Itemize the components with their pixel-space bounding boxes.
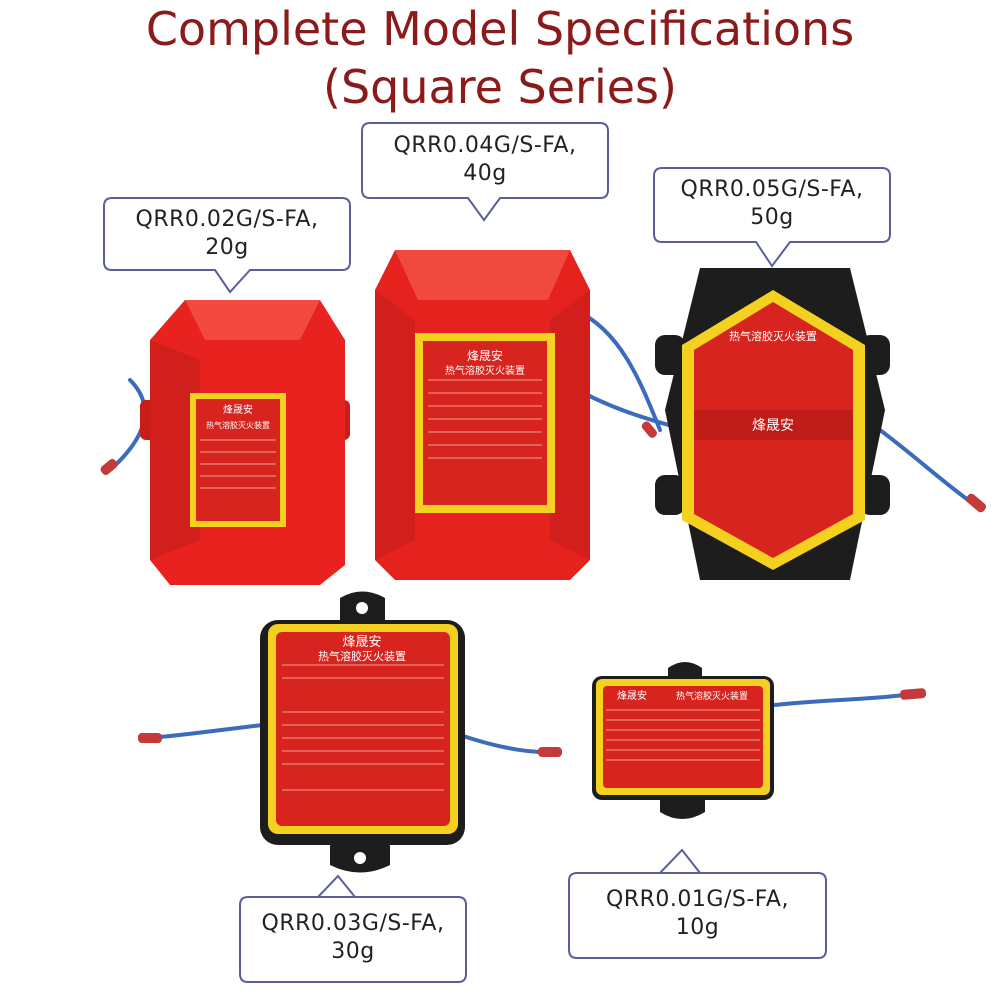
wire	[773, 693, 907, 707]
callout-weight: 30g	[331, 939, 375, 964]
callout-bubble-qrr005	[653, 167, 891, 268]
device-product-text: 热气溶胶灭火装置	[206, 420, 270, 430]
callout-model: QRR0.03G/S-FA,	[261, 911, 445, 936]
device-qrr003	[260, 591, 465, 873]
wire-tip	[138, 733, 162, 743]
device-brand-text: 烽晟安	[467, 348, 503, 363]
device-qrr002	[140, 300, 350, 585]
device-product-text: 热气溶胶灭火装置	[445, 364, 525, 377]
callout-bubble-qrr002	[103, 197, 351, 294]
callout-bubble-qrr003	[239, 874, 467, 983]
device-product-text: 热气溶胶灭火装置	[729, 329, 817, 343]
callout-qrr003: QRR0.03G/S-FA, 30g	[240, 910, 466, 966]
wire-tip	[100, 459, 118, 475]
device-qrr004	[375, 250, 590, 580]
callout-model: QRR0.05G/S-FA,	[680, 177, 864, 202]
callout-qrr002: QRR0.02G/S-FA, 20g	[104, 206, 350, 262]
page-title: Complete Model Specifications	[145, 2, 855, 56]
callout-model: QRR0.04G/S-FA,	[393, 133, 577, 158]
callout-bubble-qrr004	[361, 122, 609, 222]
callout-weight: 40g	[463, 161, 507, 186]
device-product-text: 热气溶胶灭火装置	[318, 649, 406, 663]
device-brand-text: 烽晟安	[752, 418, 794, 434]
wire	[878, 428, 977, 507]
device-qrr001	[592, 662, 774, 819]
wire-tip	[538, 747, 562, 757]
callout-qrr005: QRR0.05G/S-FA, 50g	[654, 176, 890, 232]
wire-tip	[965, 493, 987, 513]
callout-qrr004: QRR0.04G/S-FA, 40g	[362, 132, 608, 188]
device-brand-text: 烽晟安	[342, 635, 381, 650]
wire-tip	[641, 421, 657, 438]
device-brand-text: 烽晟安	[223, 403, 253, 416]
wire-tip	[899, 688, 927, 700]
wire	[108, 378, 147, 472]
callout-weight: 50g	[750, 205, 794, 230]
callout-weight: 20g	[205, 235, 249, 260]
device-product-text: 热气溶胶灭火装置	[676, 690, 748, 702]
callout-qrr001: QRR0.01G/S-FA, 10g	[569, 886, 826, 942]
callout-bubble-qrr001	[568, 848, 827, 959]
callout-model: QRR0.01G/S-FA,	[606, 887, 789, 912]
wire	[458, 733, 547, 754]
callout-model: QRR0.02G/S-FA,	[135, 207, 319, 232]
page-subtitle: (Square Series)	[323, 60, 677, 114]
wire	[148, 723, 264, 740]
callout-weight: 10g	[675, 915, 720, 940]
device-brand-text: 烽晟安	[617, 689, 647, 702]
device-qrr005	[655, 268, 890, 580]
